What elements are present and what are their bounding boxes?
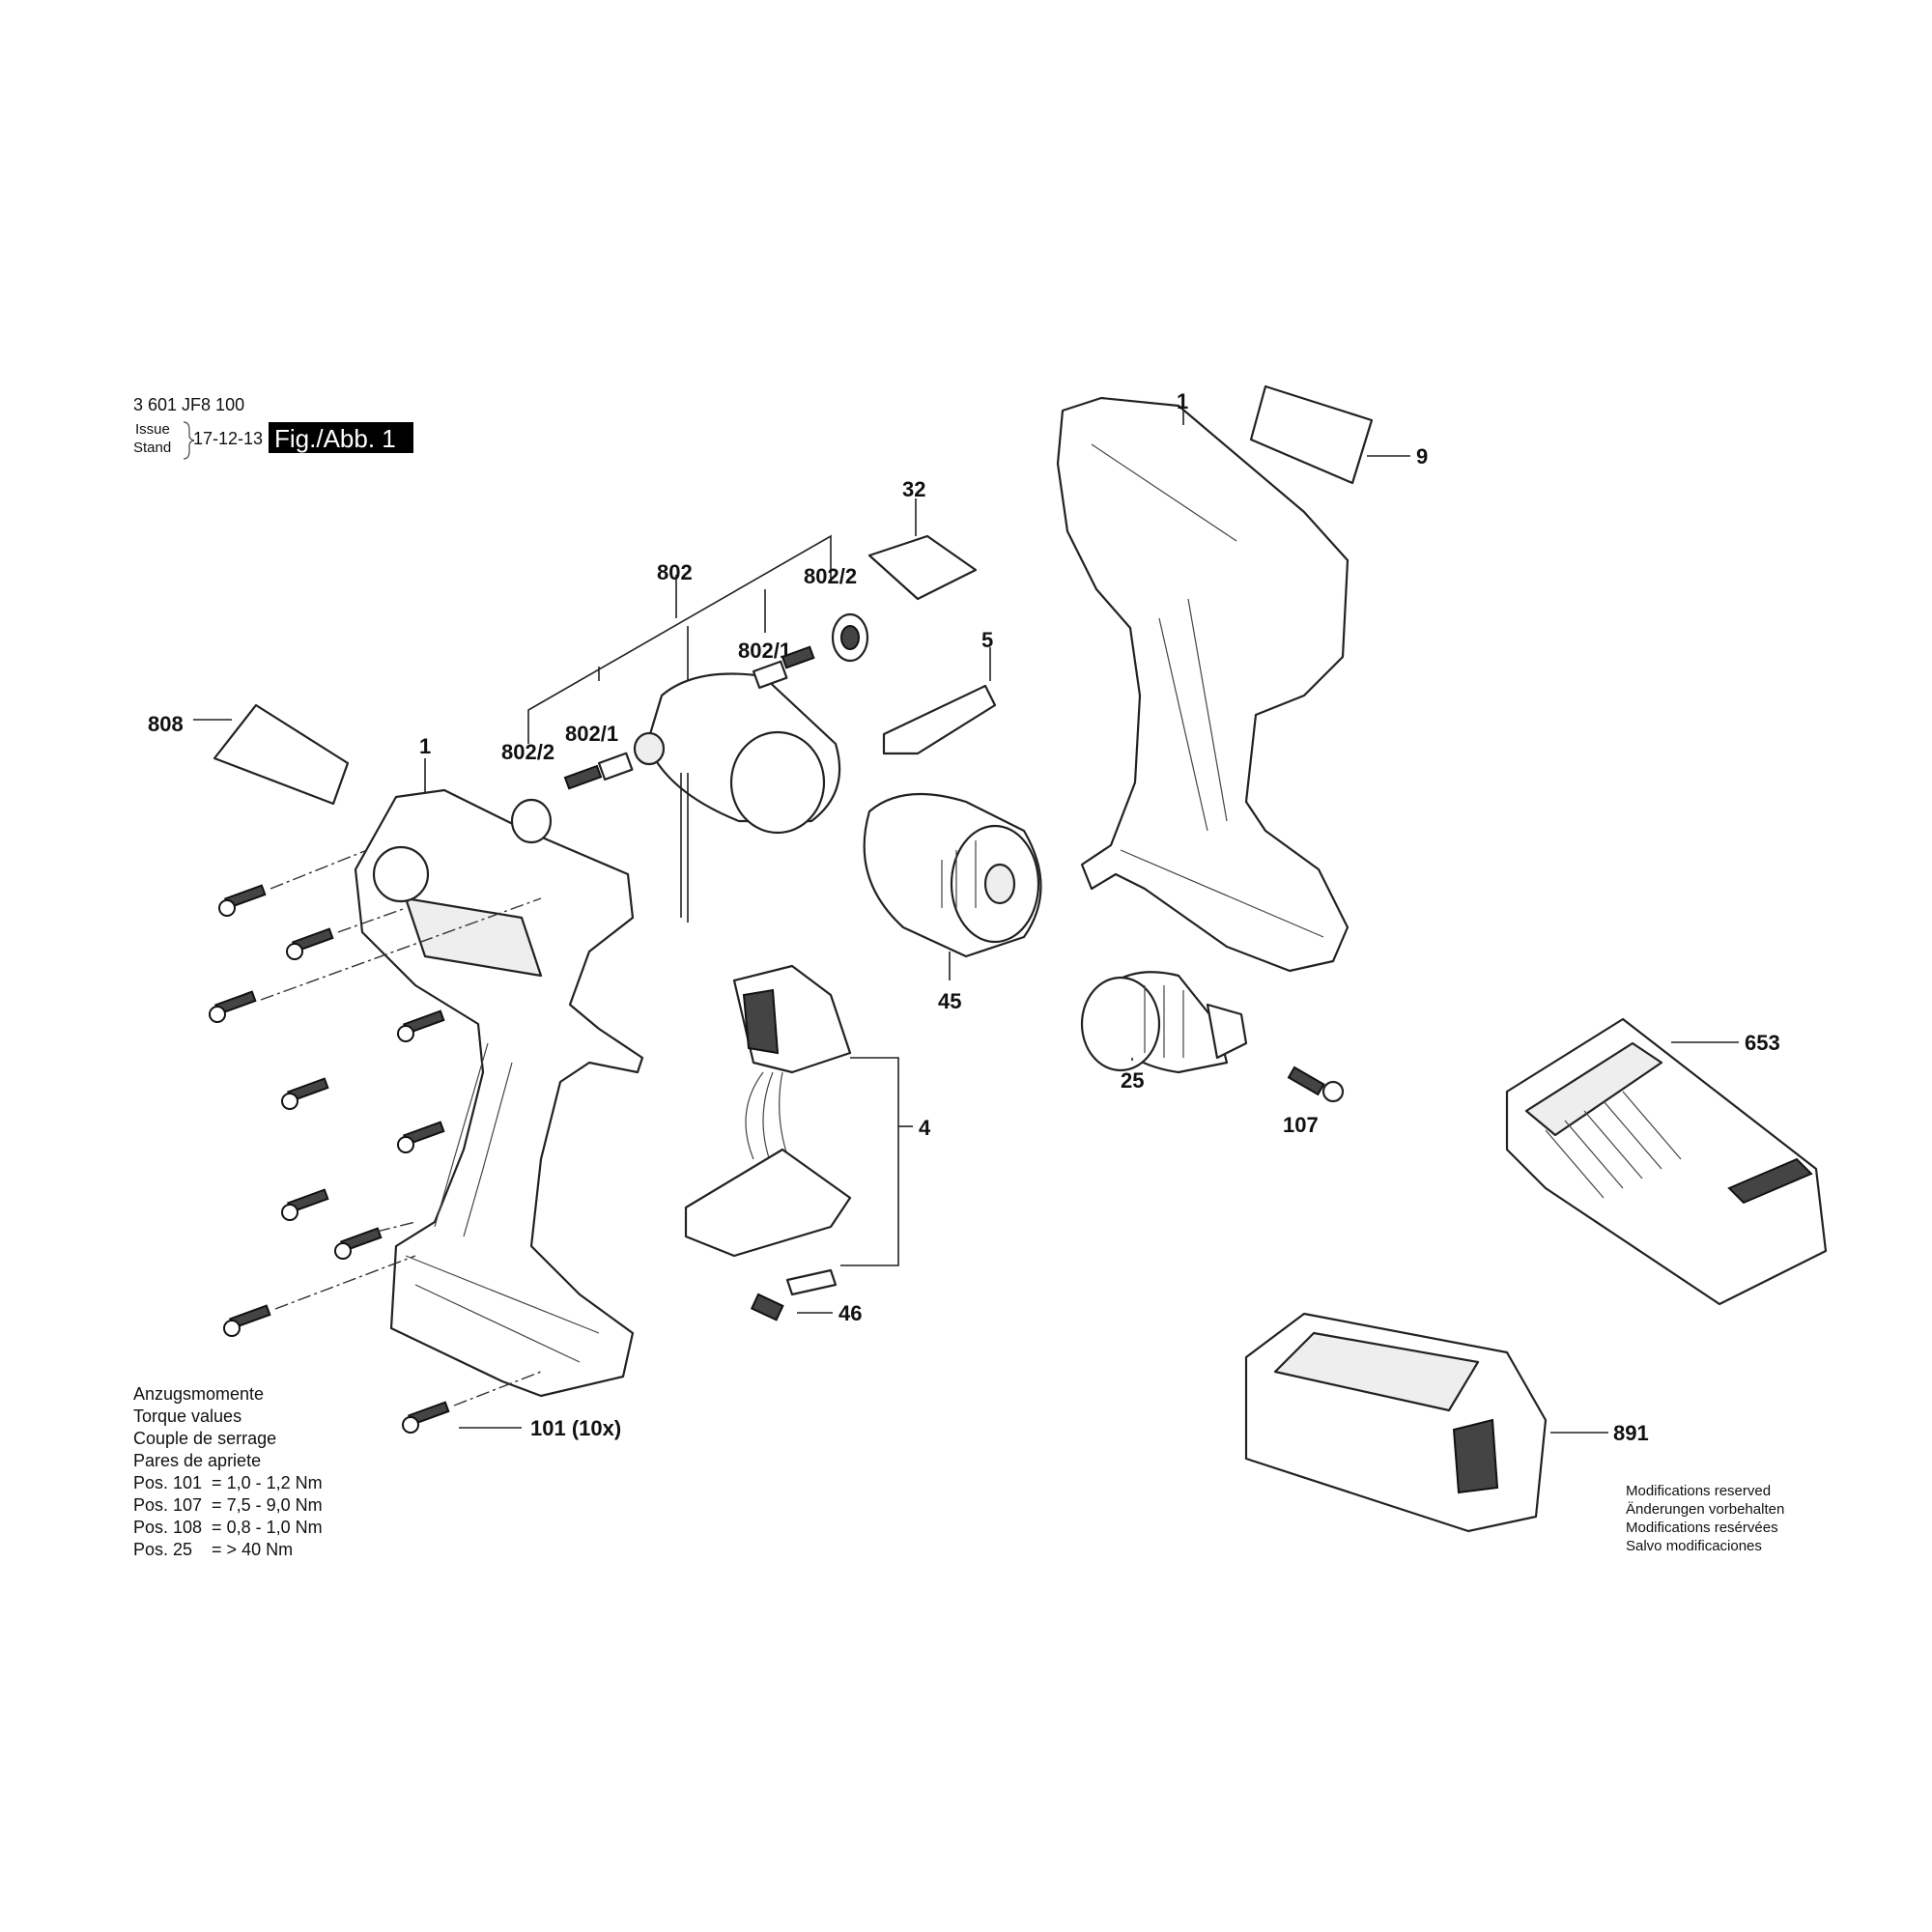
figure-label: Fig./Abb. 1 bbox=[274, 424, 396, 453]
torque-heading-fr: Couple de serrage bbox=[133, 1429, 276, 1448]
notice-line: Salvo modificaciones bbox=[1626, 1538, 1762, 1554]
torque-value: Pos. 101 = 1,0 - 1,2 Nm bbox=[133, 1473, 323, 1492]
modifications-notice: Modifications reserved Änderungen vorbeh… bbox=[1626, 1483, 1784, 1554]
brushes-802-1 bbox=[563, 645, 815, 790]
torque-value: Pos. 107 = 7,5 - 9,0 Nm bbox=[133, 1495, 323, 1515]
stand-label: Stand bbox=[133, 440, 171, 456]
chuck-25 bbox=[1080, 971, 1248, 1074]
notice-line: Änderungen vorbehalten bbox=[1626, 1501, 1784, 1518]
torque-value: Pos. 108 = 0,8 - 1,0 Nm bbox=[133, 1518, 323, 1537]
callout-808: 808 bbox=[148, 712, 184, 736]
figure-badge bbox=[269, 422, 413, 453]
callout-9: 9 bbox=[1416, 444, 1428, 469]
callout-802-2-left: 802/2 bbox=[501, 740, 554, 764]
issue-date: 17-12-13 bbox=[193, 429, 263, 448]
callout-5: 5 bbox=[981, 628, 993, 652]
callout-housing-left: 1 bbox=[419, 734, 431, 758]
callout-housing-right: 1 bbox=[1177, 389, 1188, 413]
issue-label: Issue bbox=[135, 421, 170, 438]
switch-module-4 bbox=[684, 964, 852, 1296]
battery-891 bbox=[1244, 1312, 1548, 1533]
screw-107 bbox=[1287, 1065, 1345, 1103]
brace bbox=[183, 421, 195, 460]
notice-line: Modifications reserved bbox=[1626, 1483, 1771, 1499]
callout-802: 802 bbox=[657, 560, 693, 584]
callout-25: 25 bbox=[1121, 1068, 1144, 1093]
callout-802-2-top: 802/2 bbox=[804, 564, 857, 588]
label-sticker-808 bbox=[213, 703, 350, 806]
part-32 bbox=[867, 534, 978, 601]
callout-107: 107 bbox=[1283, 1113, 1319, 1137]
bearings-802-2 bbox=[510, 612, 869, 844]
torque-value: Pos. 25 = > 40 Nm bbox=[133, 1540, 293, 1559]
part-number: 3 601 JF8 100 bbox=[133, 395, 244, 414]
motor-802 bbox=[633, 672, 841, 923]
callout-46: 46 bbox=[838, 1301, 862, 1325]
callout-891: 891 bbox=[1613, 1421, 1649, 1445]
callout-45: 45 bbox=[938, 989, 961, 1013]
gearbox-45 bbox=[863, 792, 1042, 958]
switch-slider-5 bbox=[882, 684, 997, 755]
callout-802-1-left: 802/1 bbox=[565, 722, 618, 746]
callout-32: 32 bbox=[902, 477, 925, 501]
torque-heading-en: Torque values bbox=[133, 1406, 242, 1426]
label-sticker-9 bbox=[1249, 384, 1374, 485]
callout-653: 653 bbox=[1745, 1031, 1780, 1055]
notice-line: Modifications resérvées bbox=[1626, 1520, 1778, 1536]
callout-4: 4 bbox=[919, 1116, 931, 1140]
torque-heading-es: Pares de apriete bbox=[133, 1451, 261, 1470]
screws-101 bbox=[209, 849, 542, 1434]
spring-46 bbox=[750, 1293, 784, 1321]
callout-101: 101 (10x) bbox=[530, 1416, 621, 1440]
charger-653 bbox=[1505, 1017, 1828, 1306]
torque-heading-de: Anzugsmomente bbox=[133, 1384, 264, 1404]
torque-values-note: Anzugsmomente Torque values Couple de se… bbox=[133, 1384, 323, 1559]
